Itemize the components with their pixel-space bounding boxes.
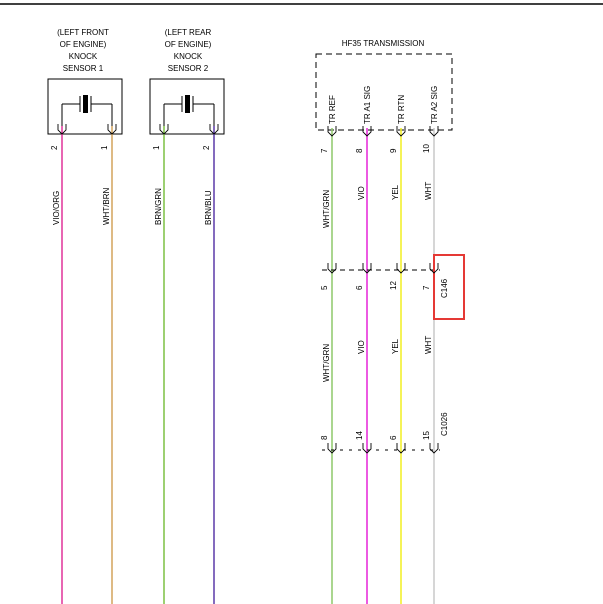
wire-4-pin: 2: [202, 145, 211, 150]
wire-8-pin: 10: [422, 144, 431, 153]
wire-6-pin: 8: [355, 148, 364, 153]
wire-4-terminal-icon: [209, 124, 219, 135]
sensor-1-caption-line-4: SENSOR 1: [63, 64, 104, 73]
sensor-2-piezo-icon: [163, 95, 215, 126]
sensor-2-caption-line-1: (LEFT REAR: [165, 28, 212, 37]
marks-layer: 2VIO/ORG1WHT/BRN1BRN/GRN2BRN/BLU7WHT/GRN…: [50, 86, 439, 454]
transmission-terminal-1: TR REF: [328, 95, 337, 124]
wire-8-c146-pin: 7: [422, 285, 431, 290]
wire-7-terminal-icon: [396, 126, 406, 137]
wire-5-pin: 7: [320, 148, 329, 153]
wire-2-color-label: WHT/BRN: [102, 187, 111, 225]
knock-sensor-1: [47, 78, 123, 135]
wire-6-c1026-pin: 14: [355, 431, 364, 440]
wire-8-color-label-lower: WHT: [424, 336, 433, 354]
wire-6-color-label-lower: VIO: [357, 340, 366, 354]
sensor-2-caption-line-2: OF ENGINE): [165, 40, 212, 49]
wire-7-c1026-terminal-icon: [396, 443, 406, 454]
sensor-2-caption-line-3: KNOCK: [174, 52, 203, 61]
wire-7-c146-pin: 12: [389, 281, 398, 290]
wire-6-color-label: VIO: [357, 186, 366, 200]
transmission-terminal-3: TR RTN: [397, 95, 406, 124]
wire-8-c1026-terminal-icon: [429, 443, 439, 454]
wire-5-c146-terminal-icon: [327, 263, 337, 274]
wire-5-c1026-terminal-icon: [327, 443, 337, 454]
transmission-title: HF35 TRANSMISSION: [342, 39, 425, 48]
wires-layer: [61, 126, 435, 604]
sensor-2-caption-line-4: SENSOR 2: [168, 64, 209, 73]
wire-7-c146-terminal-icon: [396, 263, 406, 274]
transmission-dashed-box: [315, 53, 453, 131]
wire-1-terminal-icon: [57, 124, 67, 135]
sensor-1-caption: (LEFT FRONT OF ENGINE) KNOCK SENSOR 1: [57, 28, 109, 73]
wire-8-terminal-icon: [429, 126, 439, 137]
transmission-terminal-2: TR A1 SIG: [363, 86, 372, 124]
wire-5-terminal-icon: [327, 126, 337, 137]
transmission-terminal-4: TR A2 SIG: [430, 86, 439, 124]
wire-7-color-label: YEL: [391, 184, 400, 200]
c1026-label: C1026: [440, 412, 449, 436]
c146-label: C146: [440, 278, 449, 298]
wire-3-color-label: BRN/GRN: [154, 188, 163, 225]
sensor-1-caption-line-1: (LEFT FRONT: [57, 28, 109, 37]
wire-8-color-label: WHT: [424, 182, 433, 200]
wire-3-terminal-icon: [159, 124, 169, 135]
wire-5-color-label-lower: WHT/GRN: [322, 344, 331, 382]
wire-2-terminal-icon: [107, 124, 117, 135]
wire-5-color-label: WHT/GRN: [322, 190, 331, 228]
sensor-1-caption-line-2: OF ENGINE): [60, 40, 107, 49]
wire-8-c1026-pin: 15: [422, 431, 431, 440]
wire-7-c1026-pin: 6: [389, 435, 398, 440]
sensor-1-caption-line-3: KNOCK: [69, 52, 98, 61]
wire-8-c146-terminal-icon: [429, 263, 439, 274]
wire-5-c146-pin: 5: [320, 285, 329, 290]
sensor-1-piezo-icon: [61, 95, 113, 126]
sensor-2-caption: (LEFT REAR OF ENGINE) KNOCK SENSOR 2: [165, 28, 212, 73]
wire-6-c146-pin: 6: [355, 285, 364, 290]
wire-6-c1026-terminal-icon: [362, 443, 372, 454]
knock-sensor-2: [149, 78, 225, 135]
wire-2-pin: 1: [100, 145, 109, 150]
wire-6-terminal-icon: [362, 126, 372, 137]
wire-7-pin: 9: [389, 148, 398, 153]
wire-1-color-label: VIO/ORG: [52, 191, 61, 225]
wire-5-c1026-pin: 8: [320, 435, 329, 440]
wire-4-color-label: BRN/BLU: [204, 190, 213, 225]
wire-3-pin: 1: [152, 145, 161, 150]
wire-1-pin: 2: [50, 145, 59, 150]
c146-highlight-box: [433, 254, 465, 320]
wire-7-color-label-lower: YEL: [391, 338, 400, 354]
wire-6-c146-terminal-icon: [362, 263, 372, 274]
